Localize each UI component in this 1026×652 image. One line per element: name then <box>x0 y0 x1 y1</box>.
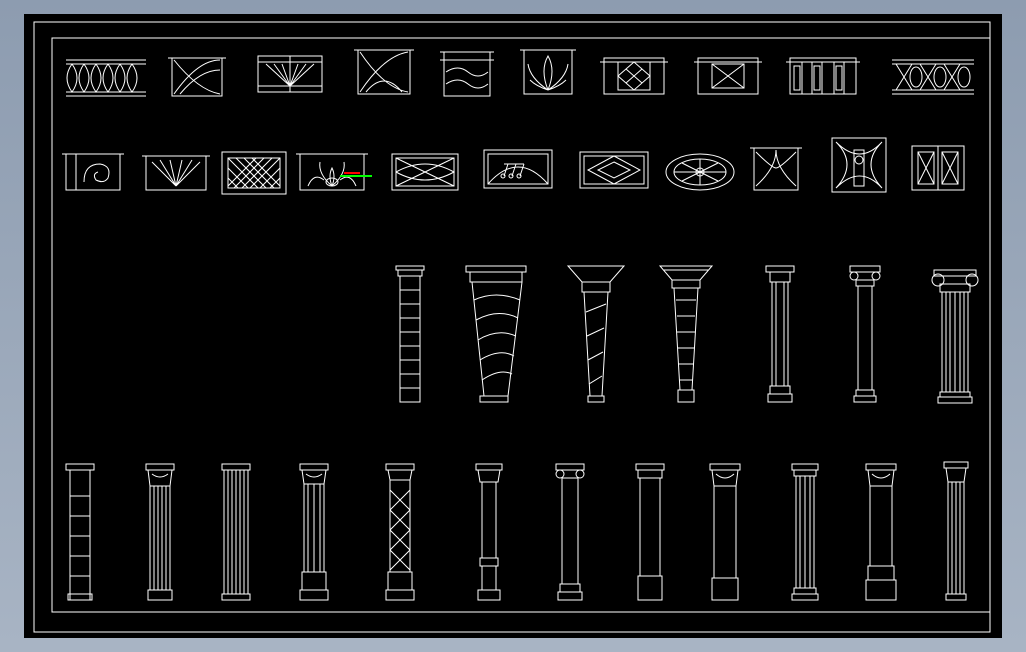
railing-panel <box>483 149 553 189</box>
column <box>931 269 979 404</box>
column <box>865 463 897 601</box>
railing-panel <box>221 151 287 195</box>
railing-panel <box>831 137 887 193</box>
column <box>943 461 969 601</box>
ucs-cursor-marker <box>340 172 372 177</box>
railing-panels-row-1 <box>66 49 974 97</box>
railing-panel <box>520 49 576 95</box>
railing-panel <box>665 153 735 191</box>
column <box>145 463 175 601</box>
columns-row-2 <box>65 461 969 601</box>
railing-panel <box>354 49 414 95</box>
railing-panel <box>911 145 965 191</box>
column <box>791 463 819 601</box>
railing-panel <box>750 147 802 191</box>
column <box>555 463 585 601</box>
column <box>465 265 527 403</box>
column <box>849 265 881 403</box>
railing-panel <box>296 153 368 191</box>
railing-panel <box>892 59 974 95</box>
railing-panel <box>440 51 494 97</box>
outer-frame <box>33 21 991 633</box>
railing-panel <box>66 59 146 97</box>
columns-row-1 <box>395 265 979 404</box>
railing-panels-row-2 <box>62 137 965 195</box>
column <box>635 463 665 601</box>
column <box>385 463 415 601</box>
column <box>765 265 795 403</box>
column <box>709 463 741 601</box>
column <box>299 463 329 601</box>
column <box>65 463 95 601</box>
inner-frame <box>51 37 991 613</box>
railing-panel <box>168 57 226 97</box>
railing-panel <box>579 151 649 189</box>
column <box>475 463 503 601</box>
railing-panel <box>142 155 210 191</box>
column <box>658 265 714 403</box>
railing-panel <box>694 57 762 95</box>
railing-panel <box>257 55 323 93</box>
railing-panel <box>786 57 860 95</box>
railing-panel <box>391 153 459 191</box>
cad-model-space[interactable] <box>24 14 1002 638</box>
railing-panel <box>600 57 668 95</box>
railing-panel <box>62 153 124 191</box>
column <box>566 265 626 403</box>
column <box>395 265 425 403</box>
column <box>221 463 251 601</box>
